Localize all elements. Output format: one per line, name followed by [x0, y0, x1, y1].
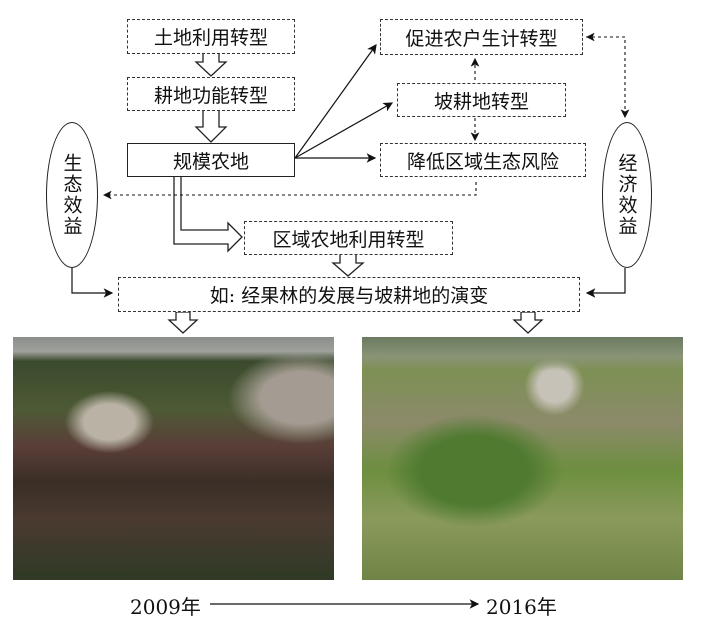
box-land-use-transition: 土地利用转型	[127, 19, 295, 54]
box-regional-farmland-transition: 区域农地利用转型	[244, 221, 453, 255]
box-reduce-eco-risk: 降低区域生态风险	[380, 143, 586, 177]
hollow-arrow-right-photo	[512, 311, 544, 334]
hollow-arrow-elbow	[173, 175, 243, 253]
box-example: 如: 经果林的发展与坡耕地的演变	[118, 277, 580, 312]
hollow-arrow-left-photo	[167, 311, 199, 334]
year-end-label: 2016年	[486, 595, 557, 619]
hollow-arrow-1	[194, 52, 228, 77]
box-slope-farmland-transition: 坡耕地转型	[397, 83, 566, 117]
ellipse-ecological-benefit: 生态效益	[46, 122, 98, 268]
photo-2009	[13, 337, 334, 580]
hollow-arrow-2	[194, 109, 228, 143]
box-scale-farmland: 规模农地	[127, 143, 295, 177]
box-farmland-function-transition: 耕地功能转型	[127, 77, 295, 111]
box-livelihood-transition: 促进农户生计转型	[380, 19, 583, 55]
hollow-arrow-3	[331, 253, 365, 277]
ellipse-economic-benefit: 经济效益	[602, 122, 652, 268]
year-start-label: 2009年	[130, 595, 201, 619]
photo-2016	[362, 337, 683, 580]
